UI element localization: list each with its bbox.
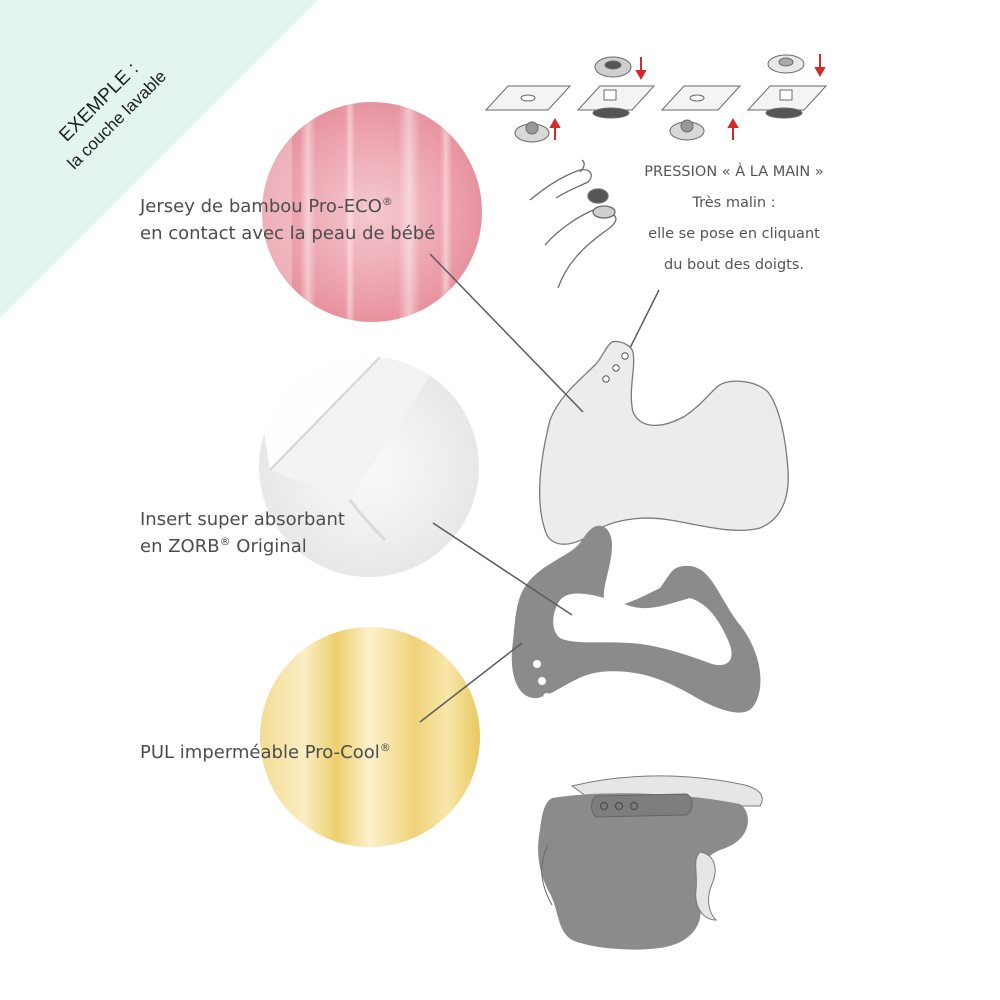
bamboo-jersey-label: Jersey de bambou Pro-ECO® en contact ave… xyxy=(140,193,435,247)
hand-pressing-snap-icon xyxy=(529,159,617,289)
bamboo-leader-line xyxy=(429,253,584,413)
pul-label: PUL imperméable Pro-Cool® xyxy=(140,739,391,766)
bamboo-layer-shape xyxy=(538,340,789,545)
snap-caption-line4: du bout des doigts. xyxy=(663,257,804,273)
zorb-label-mark: ® xyxy=(219,535,231,548)
zorb-label-line2-end: Original xyxy=(230,536,307,557)
bamboo-label-mark: ® xyxy=(381,195,393,208)
snap-caption: PRESSION « À LA MAIN » Très malin : elle… xyxy=(618,157,850,281)
zorb-insert-label: Insert super absorbant en ZORB® Original xyxy=(140,506,345,560)
pul-label-line1: PUL imperméable Pro-Cool xyxy=(140,742,380,763)
red-arrows xyxy=(549,54,826,140)
zorb-leader-line xyxy=(432,522,573,616)
zorb-label-line1: Insert super absorbant xyxy=(140,509,345,530)
pul-swatch xyxy=(260,627,480,847)
diaper-icon xyxy=(538,775,763,950)
snap-caption-line2: Très malin : xyxy=(692,195,776,211)
bamboo-label-line1: Jersey de bambou Pro-ECO xyxy=(140,196,382,217)
snap-leader-line xyxy=(627,289,660,353)
pul-label-mark: ® xyxy=(379,741,391,754)
corner-ribbon xyxy=(0,0,318,318)
snap-caption-title: PRESSION « À LA MAIN » xyxy=(644,164,824,180)
bamboo-label-line2: en contact avec la peau de bébé xyxy=(140,223,436,244)
pul-layer-shape xyxy=(511,525,761,713)
zorb-label-line2: en ZORB xyxy=(140,536,220,557)
snap-fastener-icon xyxy=(484,54,828,143)
snap-caption-line3: elle se pose en cliquant xyxy=(648,226,820,242)
pul-leader-line xyxy=(419,642,523,723)
